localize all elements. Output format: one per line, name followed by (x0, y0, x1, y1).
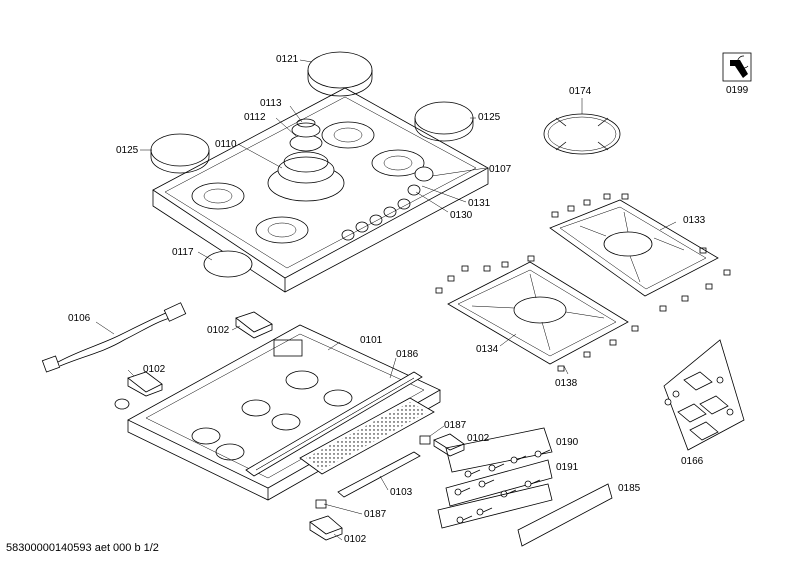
clips (114, 311, 465, 541)
label-0185: 0185 (618, 483, 641, 494)
label-0130: 0130 (450, 210, 473, 221)
wrench-icon (722, 52, 752, 82)
wok-ring (543, 113, 621, 155)
label-0138: 0138 (555, 378, 578, 389)
hob-top-plate (152, 87, 489, 293)
screws (454, 449, 551, 524)
screw-set-lower (437, 483, 553, 529)
label-0107: 0107 (489, 164, 512, 175)
label-0166: 0166 (681, 456, 704, 467)
document-footer: 58300000140593 aet 000 b 1/2 (6, 542, 159, 554)
label-0133: 0133 (683, 215, 706, 226)
label-0103: 0103 (390, 487, 413, 498)
label-0191: 0191 (556, 462, 579, 473)
label-0110: 0110 (215, 139, 237, 150)
label-0102-left: 0102 (143, 364, 166, 375)
base-tray (127, 324, 441, 501)
label-0134: 0134 (476, 344, 499, 355)
screw-set-upper (445, 427, 553, 507)
accessory-kit (663, 339, 745, 451)
label-0190: 0190 (556, 437, 579, 448)
label-0174: 0174 (569, 86, 592, 97)
label-0121: 0121 (276, 54, 299, 65)
label-0106: 0106 (68, 313, 91, 324)
rubber-feet (435, 193, 731, 372)
pan-support-left (447, 261, 629, 365)
rail (245, 371, 423, 477)
label-0187-bottom: 0187 (364, 509, 387, 520)
label-0101: 0101 (360, 335, 383, 346)
label-0125-left: 0125 (116, 145, 139, 156)
label-0131: 0131 (468, 198, 491, 209)
leader-lines (95, 59, 677, 541)
knob (407, 166, 434, 196)
wok-burner (277, 118, 335, 184)
clips-0187 (315, 435, 431, 509)
label-0113: 0113 (260, 98, 282, 109)
label-0125-right: 0125 (478, 112, 501, 123)
label-0102-right: 0102 (467, 433, 490, 444)
label-0117: 0117 (172, 247, 194, 258)
strip-0185 (517, 483, 613, 547)
label-0112: 0112 (244, 112, 266, 123)
label-0187-right: 0187 (444, 420, 467, 431)
pan-support-right (549, 199, 719, 297)
label-0199: 0199 (726, 85, 749, 96)
label-0102-top: 0102 (207, 325, 230, 336)
vent-grille (299, 397, 435, 475)
strip (337, 451, 421, 498)
power-cable (41, 302, 187, 373)
control-knob-holes (341, 198, 411, 241)
label-0102-bottom: 0102 (344, 534, 367, 545)
label-0186: 0186 (396, 349, 419, 360)
burner-caps (150, 51, 474, 278)
